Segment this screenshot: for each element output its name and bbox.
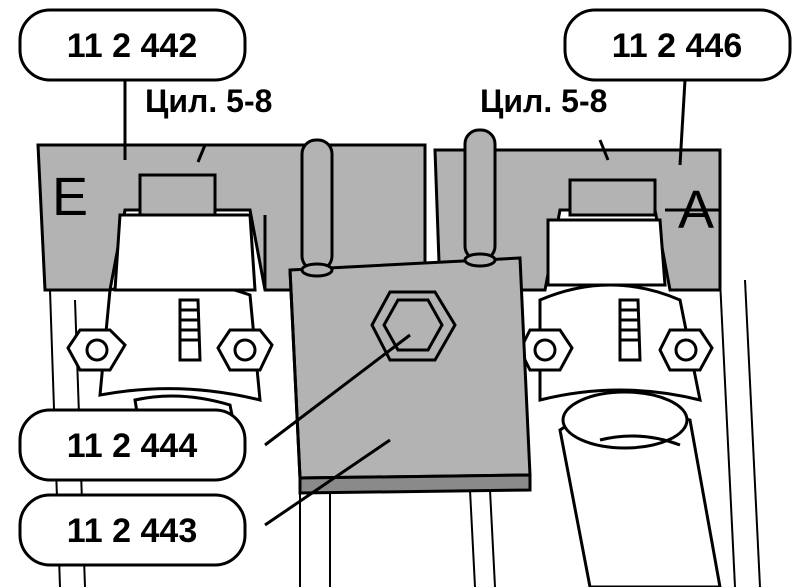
left-fasteners [66,298,274,372]
svg-text:11 2 446: 11 2 446 [612,27,742,65]
right-fasteners [518,298,714,372]
callout-mid-left: 11 2 444 [18,408,247,482]
center-bridge-tool [288,256,532,495]
letter-a: A [678,180,714,240]
svg-text:11 2 443: 11 2 443 [67,512,197,550]
cyl-label-right: Цил. 5-8 [480,83,607,119]
letter-e: E [52,167,88,227]
svg-text:11 2 442: 11 2 442 [67,27,197,65]
callout-top-left: 11 2 442 [18,8,247,82]
hex-bolt [370,290,457,362]
callout-bottom-left: 11 2 443 [18,493,247,567]
callout-top-right: 11 2 446 [563,8,792,82]
guide-rods [300,128,497,278]
right-tube [558,390,722,587]
leader-lines [123,79,687,527]
svg-text:11 2 444: 11 2 444 [67,427,198,465]
cyl-label-left: Цил. 5-8 [145,83,272,119]
right-gauge-block [433,148,722,292]
